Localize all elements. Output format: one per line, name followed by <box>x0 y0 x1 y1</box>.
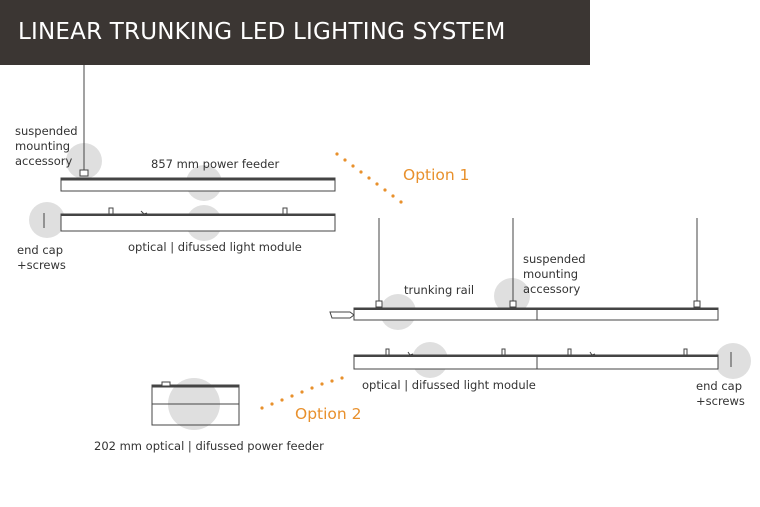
light-module-1 <box>60 213 336 232</box>
page-title: LINEAR TRUNKING LED LIGHTING SYSTEM <box>18 19 506 45</box>
label-power-feeder-857: 857 mm power feeder <box>151 157 280 171</box>
label-end-cap-2: end cap +screws <box>696 379 745 408</box>
light-module-2 <box>353 354 719 370</box>
label-optical-module-1: optical | difussed light module <box>128 240 302 254</box>
label-option-2: Option 2 <box>295 405 362 423</box>
highlight-mount-2 <box>494 278 530 314</box>
label-suspended-mounting-2: suspended mounting accessory <box>523 252 586 296</box>
label-end-cap-1: end cap +screws <box>17 243 66 272</box>
option1-components <box>43 65 336 232</box>
option2-dotted-line <box>260 376 344 410</box>
highlight-endcap-1 <box>29 202 65 238</box>
option2-power-feeder <box>151 381 240 426</box>
label-power-feeder-202: 202 mm optical | difussed power feeder <box>94 439 324 453</box>
option1-dotted-line <box>335 152 403 204</box>
feeder-cable <box>329 311 355 319</box>
mount-clip-1 <box>79 169 89 177</box>
power-feeder-857 <box>60 177 336 192</box>
title-bar: LINEAR TRUNKING LED LIGHTING SYSTEM <box>0 0 590 65</box>
label-trunking-rail: trunking rail <box>404 283 475 297</box>
option1-assembly <box>329 218 732 370</box>
highlight-endcap-2 <box>715 343 751 379</box>
label-suspended-mounting-1: suspended mounting accessory <box>15 124 78 168</box>
label-optical-module-2: optical | difussed light module <box>362 378 536 392</box>
label-option-1: Option 1 <box>403 166 470 184</box>
